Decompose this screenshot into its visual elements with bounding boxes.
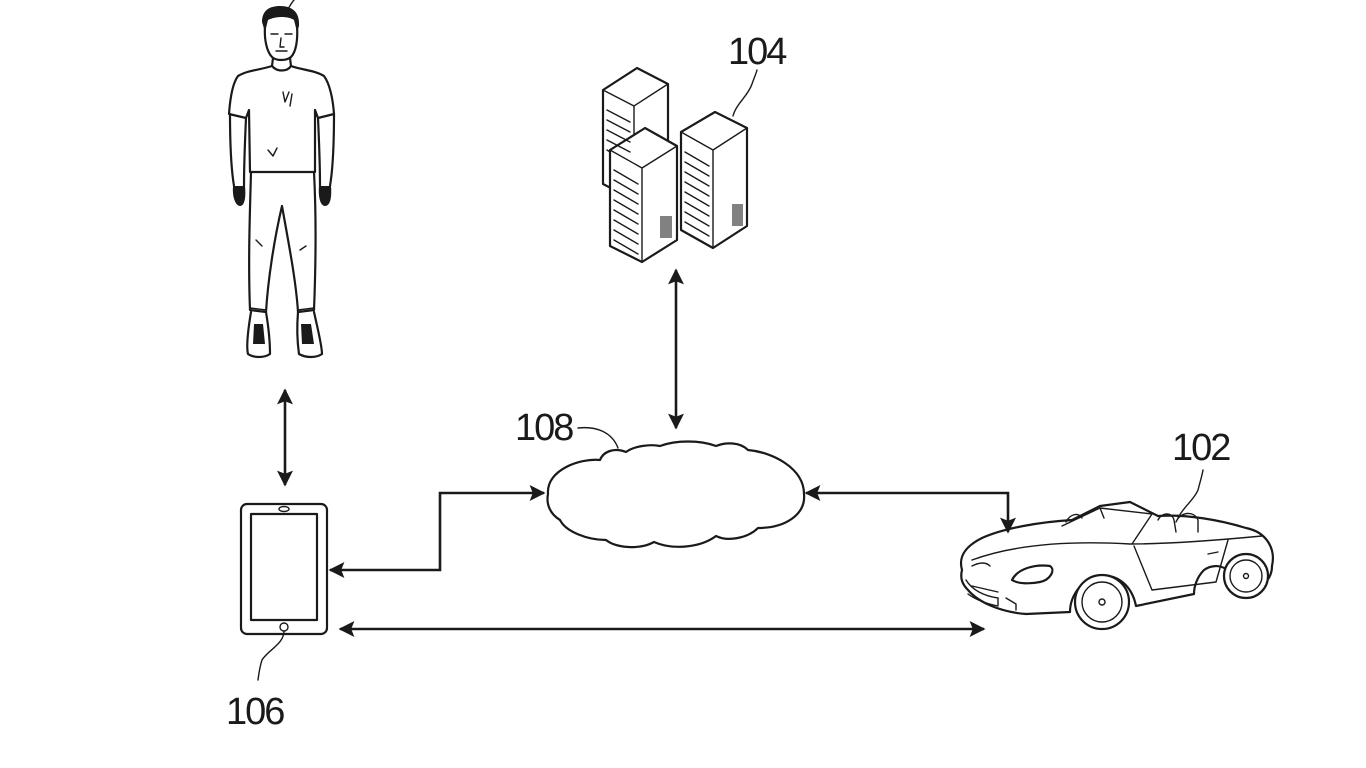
rear-wheel-icon (1222, 552, 1270, 600)
server-racks-icon (601, 66, 758, 264)
connector-cloud-car (804, 485, 1016, 534)
label-104: 104 (728, 31, 787, 73)
server-rack-front-right (679, 110, 749, 250)
label-108: 108 (515, 407, 573, 449)
tablet-device-icon (239, 502, 329, 681)
cloud-network-icon (546, 426, 806, 549)
label-leader-106 (257, 630, 285, 681)
front-wheel-icon (1073, 573, 1131, 631)
label-102: 102 (1172, 427, 1230, 469)
connector-tablet-cloud (328, 485, 546, 578)
label-leader-108 (577, 426, 619, 449)
label-leader-104 (732, 69, 758, 117)
label-106: 106 (226, 691, 284, 733)
person-icon (227, 0, 336, 359)
camera-icon (278, 505, 290, 513)
label-leader-102 (1177, 469, 1204, 519)
server-rack-front-left (608, 126, 679, 264)
convertible-car-icon (959, 469, 1274, 631)
